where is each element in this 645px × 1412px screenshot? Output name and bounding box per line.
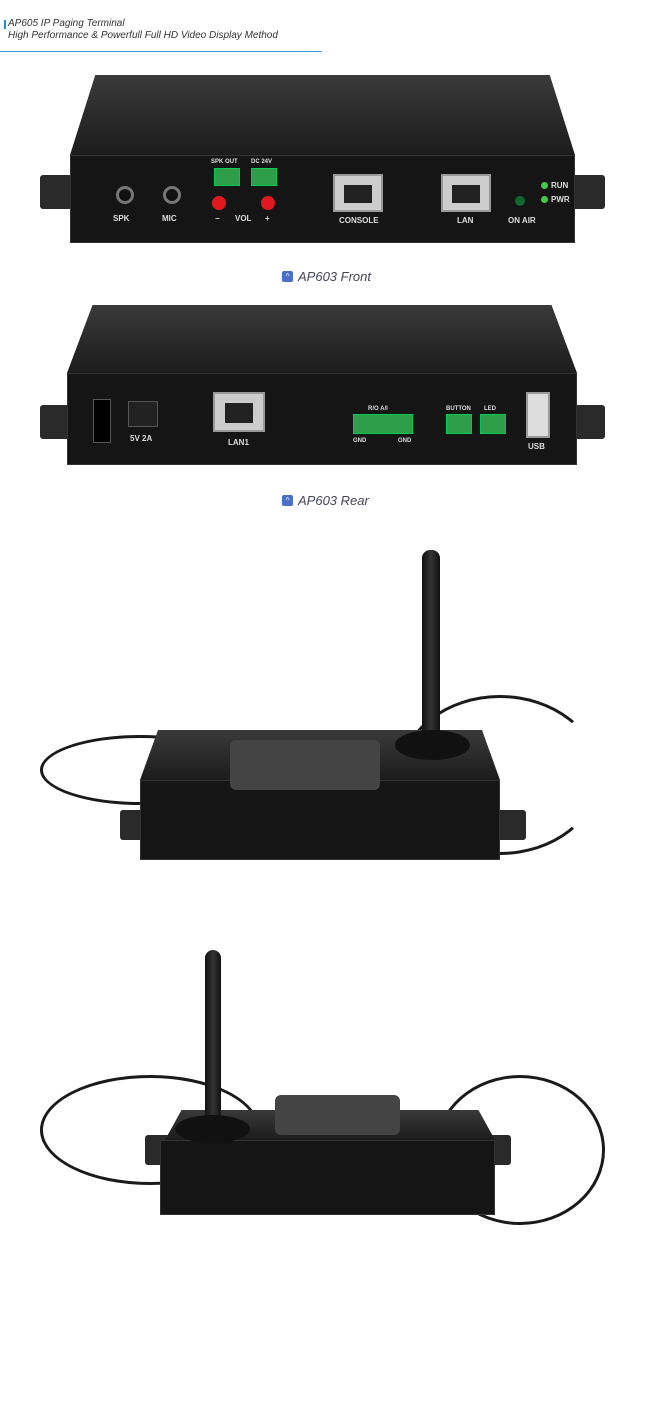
device-part (569, 175, 605, 209)
run-label: RUN (551, 181, 569, 190)
device-part (353, 414, 413, 434)
device-part (140, 780, 500, 860)
front-caption: ^ AP603 Front (282, 269, 371, 284)
lan1-label: LAN1 (228, 438, 249, 447)
device-part (213, 392, 265, 432)
device-part (205, 950, 221, 1135)
page-title: AP605 IP Paging Terminal (8, 18, 125, 29)
device-part (261, 196, 275, 210)
device-part (163, 186, 181, 204)
rear-view-image: 5V 2A LAN1 R/O A/I GND GND BUTTON LED US… (40, 305, 605, 467)
device-part (128, 401, 158, 427)
led-label: LED (484, 406, 496, 412)
power-label: 5V 2A (130, 434, 153, 443)
device-part (515, 196, 525, 206)
rear-label: AP603 Rear (298, 493, 369, 508)
device-part (93, 399, 111, 443)
device-part (333, 174, 383, 212)
device-part (275, 1095, 400, 1135)
page-header: AP605 IP Paging Terminal High Performanc… (4, 18, 278, 42)
rio-label: R/O A/I (368, 406, 388, 412)
device-part (70, 75, 575, 155)
device-part (441, 174, 491, 212)
device-part (230, 740, 380, 790)
device-part (422, 550, 440, 740)
mic-label: MIC (162, 214, 177, 223)
spk-out-label: SPK OUT (211, 159, 238, 165)
page-subtitle: High Performance & Powerfull Full HD Vid… (8, 30, 278, 41)
device-part (526, 392, 550, 438)
console-label: CONSOLE (339, 216, 379, 225)
button-label: BUTTON (446, 406, 471, 412)
device-part (116, 186, 134, 204)
plus-label: + (265, 214, 270, 223)
on-air-label: ON AIR (508, 216, 536, 225)
dc-label: DC 24V (251, 159, 273, 165)
vol-label: VOL (235, 214, 252, 223)
device-part (212, 196, 226, 210)
device-part (67, 305, 577, 373)
front-antenna-image (40, 545, 610, 875)
device-part (541, 196, 548, 203)
usb-label: USB (528, 442, 545, 451)
image-caption-icon: ^ (282, 495, 293, 506)
device-part (541, 182, 548, 189)
device-part (175, 1115, 250, 1143)
device-part (446, 414, 472, 434)
front-label: AP603 Front (298, 269, 371, 284)
gnd2-label: GND (398, 438, 412, 444)
device-part: 5V 2A LAN1 R/O A/I GND GND BUTTON LED US… (67, 373, 577, 465)
device-part (251, 168, 277, 186)
device-part (160, 1140, 495, 1215)
device-part (480, 414, 506, 434)
header-accent-bar (4, 20, 6, 29)
rear-caption: ^ AP603 Rear (282, 493, 369, 508)
header-divider (0, 51, 322, 52)
minus-label: − (215, 214, 220, 223)
image-caption-icon: ^ (282, 271, 293, 282)
device-part (395, 730, 470, 760)
spk-label: SPK (113, 214, 130, 223)
lan-label: LAN (457, 216, 474, 225)
rear-antenna-image (35, 945, 610, 1235)
pwr-label: PWR (551, 195, 570, 204)
gnd1-label: GND (353, 438, 367, 444)
front-view-image: SPK MIC SPK OUT DC 24V − VOL + CONSOLE L… (40, 75, 605, 245)
device-part (214, 168, 240, 186)
device-part: SPK MIC SPK OUT DC 24V − VOL + CONSOLE L… (70, 155, 575, 243)
